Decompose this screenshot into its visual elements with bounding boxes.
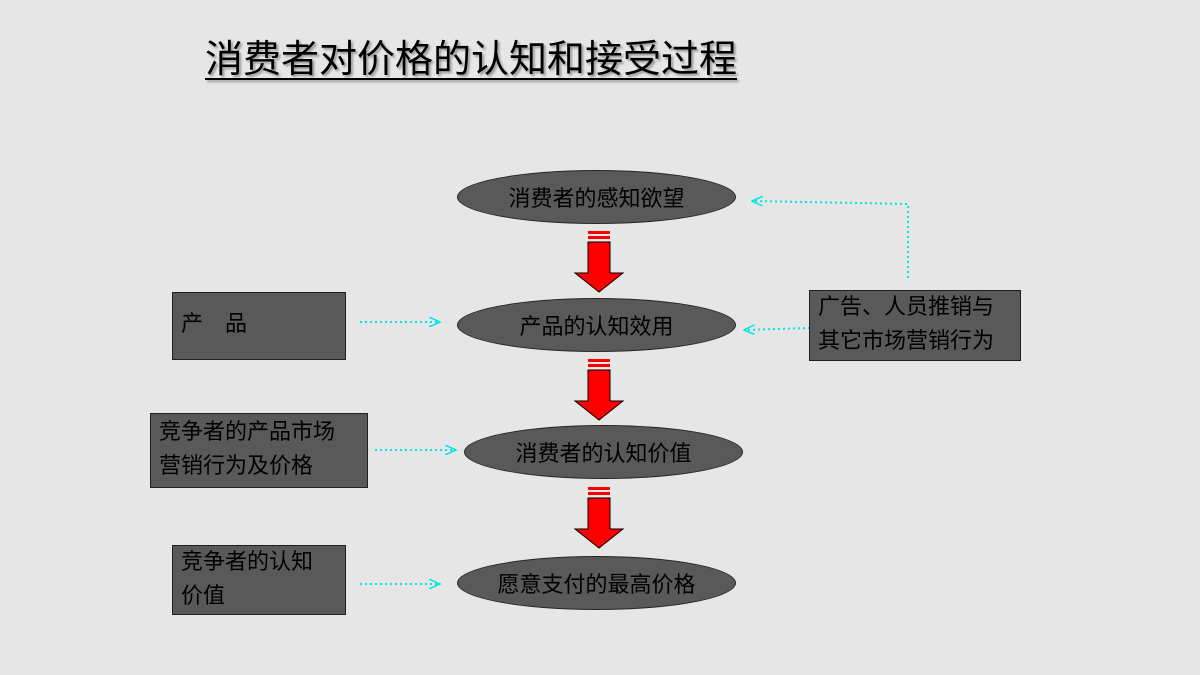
node-perceived-utility: 产品的认知效用 bbox=[457, 298, 736, 352]
input-product: 产 品 bbox=[172, 292, 346, 360]
node-perceived-desire: 消费者的感知欲望 bbox=[457, 170, 736, 224]
input-competitor-perceived-value: 竞争者的认知 价值 bbox=[172, 545, 346, 615]
flow-arrow-desire-to-utility bbox=[573, 231, 625, 293]
flow-arrow-utility-to-value bbox=[573, 359, 625, 421]
flow-arrow-value-to-max-price bbox=[573, 487, 625, 549]
input-advertising-promotion: 广告、人员推销与 其它市场营销行为 bbox=[809, 290, 1021, 361]
node-perceived-value: 消费者的认知价值 bbox=[464, 425, 743, 479]
arrow-advertising-to-desire bbox=[752, 201, 909, 278]
page-title: 消费者对价格的认知和接受过程 bbox=[205, 37, 738, 81]
arrow-advertising-to-utility bbox=[744, 328, 811, 330]
input-competitor-marketing: 竞争者的产品市场 营销行为及价格 bbox=[150, 413, 368, 488]
node-max-willing-price: 愿意支付的最高价格 bbox=[457, 556, 736, 610]
